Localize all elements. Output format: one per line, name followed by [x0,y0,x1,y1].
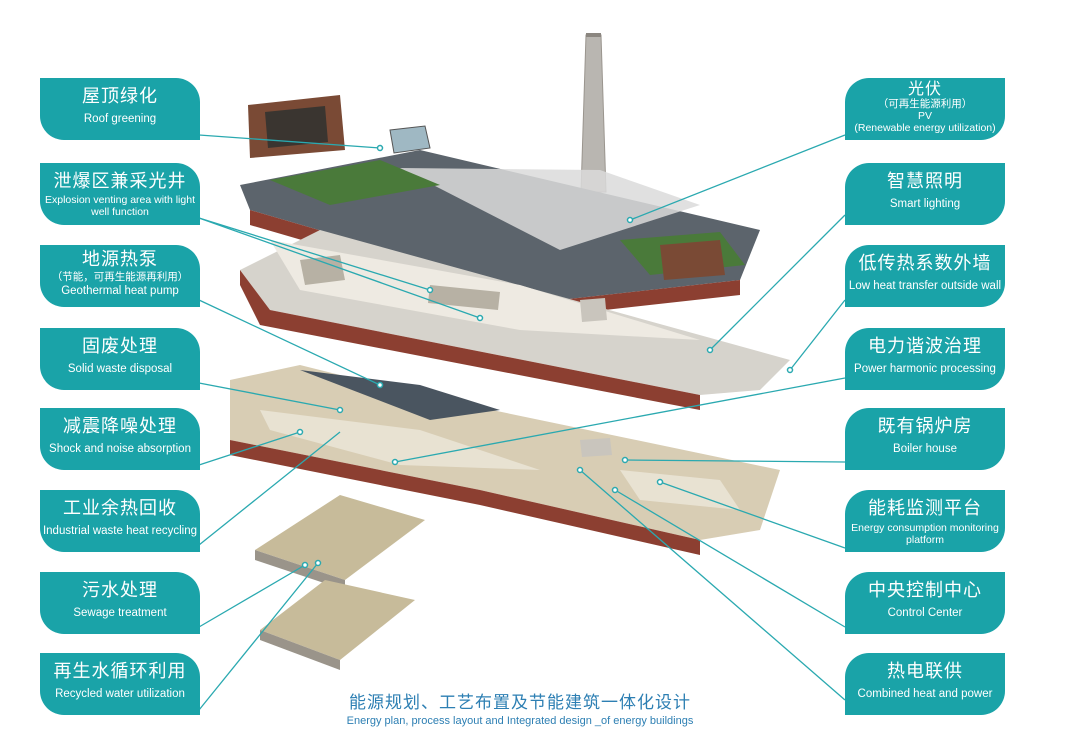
label-sub: （可再生能源利用） [877,98,973,110]
label-shock-noise: 减震降噪处理 Shock and noise absorption [40,408,200,470]
label-cn: 污水处理 [82,580,158,601]
label-cn: 既有锅炉房 [877,416,973,437]
label-en: Sewage treatment [73,607,167,619]
label-control-center: 中央控制中心 Control Center [845,572,1005,634]
label-en: Solid waste disposal [67,363,173,375]
chimney [580,33,607,193]
label-en: Shock and noise absorption [49,443,191,455]
label-sewage: 污水处理 Sewage treatment [40,572,200,634]
label-cn: 再生水循环利用 [53,661,187,682]
label-cn: 电力谐波治理 [868,336,982,357]
label-chp: 热电联供 Combined heat and power [845,653,1005,715]
label-cn: 泄爆区兼采光井 [53,171,187,192]
label-cn: 智慧照明 [887,171,963,192]
label-pv: 光伏 （可再生能源利用） PV (Renewable energy utiliz… [845,78,1005,140]
label-en: Explosion venting area with light well f… [44,194,195,218]
label-en: Roof greening [83,113,157,125]
label-cn: 屋顶绿化 [82,86,158,107]
label-cn: 固废处理 [82,336,158,357]
label-en: Combined heat and power [857,688,993,700]
label-cn: 减震降噪处理 [63,416,177,437]
label-waste-heat: 工业余热回收 Industrial waste heat recycling [40,490,200,552]
label-explosion-venting: 泄爆区兼采光井 Explosion venting area with ligh… [40,163,200,225]
diagram-caption: 能源规划、工艺布置及节能建筑一体化设计 Energy plan, process… [260,688,780,727]
label-en: Low heat transfer outside wall [848,280,1002,292]
label-smart-lighting: 智慧照明 Smart lighting [845,163,1005,225]
label-cn: 热电联供 [887,661,963,682]
caption-cn: 能源规划、工艺布置及节能建筑一体化设计 [349,693,691,713]
label-solid-waste: 固废处理 Solid waste disposal [40,328,200,390]
upper-floor [240,230,790,410]
label-energy-monitoring: 能耗监测平台 Energy consumption monitoring pla… [845,490,1005,552]
label-en: Boiler house [893,443,957,455]
label-cn: 中央控制中心 [868,580,982,601]
label-cn: 低传热系数外墙 [858,253,992,274]
label-en: Smart lighting [889,198,961,210]
label-roof-greening: 屋顶绿化 Roof greening [40,78,200,140]
label-low-heat-wall: 低传热系数外墙 Low heat transfer outside wall [845,245,1005,307]
label-en: PV [917,110,932,122]
label-en: Power harmonic processing [854,363,996,375]
label-power-harmonic: 电力谐波治理 Power harmonic processing [845,328,1005,390]
label-cn: 地源热泵 [82,249,158,270]
basement-blocks [255,495,425,670]
label-en: Control Center [887,607,963,619]
caption-en: Energy plan, process layout and Integrat… [346,715,694,727]
leader-lines [198,134,846,711]
label-recycled-water: 再生水循环利用 Recycled water utilization [40,653,200,715]
label-boiler-house: 既有锅炉房 Boiler house [845,408,1005,470]
label-en: Energy consumption monitoring platform [851,522,999,546]
label-cn: 工业余热回收 [63,498,177,519]
label-en: Geothermal heat pump [61,285,179,297]
label-geothermal-heat-pump: 地源热泵 （节能，可再生能源再利用） Geothermal heat pump [40,245,200,307]
label-en: Recycled water utilization [55,688,185,700]
leader-dots [296,144,794,569]
label-en: Industrial waste heat recycling [42,525,198,537]
label-cn: 能耗监测平台 [868,498,982,519]
label-en2: (Renewable energy utilization) [854,122,996,134]
label-sub: （节能，可再生能源再利用） [51,271,189,283]
label-cn: 光伏 [907,79,942,98]
